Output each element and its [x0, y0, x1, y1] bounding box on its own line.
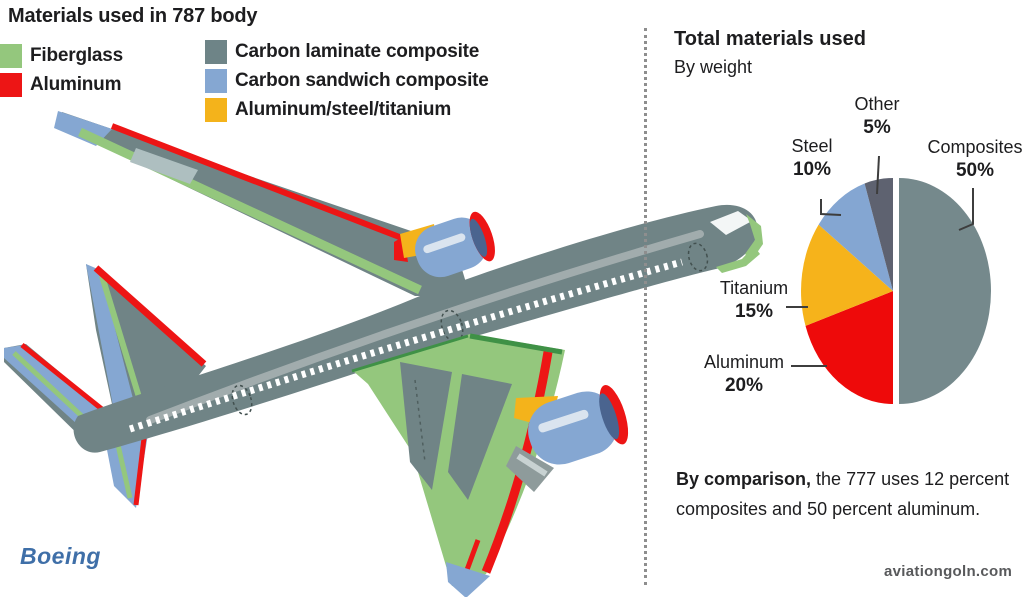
pie-label-aluminum-name: Aluminum — [703, 352, 785, 372]
page-title: Materials used in 787 body — [8, 5, 258, 27]
pie-label-steel: Steel 10% — [770, 134, 854, 182]
dotted-divider — [644, 28, 647, 585]
pie-label-other-name: Other — [854, 94, 900, 114]
watermark: aviationgoln.com — [884, 563, 1013, 580]
pie-label-composites: Composites 50% — [926, 135, 1024, 183]
cockpit-windows — [710, 211, 752, 235]
airplane-illustration — [4, 111, 763, 597]
boeing-logo: Boeing — [20, 543, 101, 569]
legend-label-aluminum: Aluminum — [30, 74, 122, 95]
pie-chart-heading: Total materials used — [674, 28, 866, 50]
pie-slice-aluminum — [805, 291, 893, 404]
pie-slice-titanium — [801, 224, 893, 326]
pie-label-steel-pct: 10% — [792, 159, 832, 180]
pie-label-titanium-name: Titanium — [719, 278, 789, 298]
pie-slice-composites — [899, 178, 991, 404]
pie-label-other: Other 5% — [842, 92, 912, 140]
pie-slices — [801, 178, 991, 404]
legend-swatch-fiberglass — [0, 44, 22, 68]
pie-slice-other — [864, 178, 893, 291]
near-wing — [351, 333, 565, 597]
legend-label-fiberglass: Fiberglass — [30, 45, 124, 66]
pie-label-composites-pct: 50% — [955, 160, 995, 181]
far-wing — [54, 111, 470, 296]
legend-swatch-aluminum-steel-titanium — [205, 98, 227, 122]
window-row — [128, 258, 683, 433]
pie-label-steel-name: Steel — [791, 136, 833, 156]
nose-fairing-upper — [745, 214, 763, 260]
comparison-note-lead: By comparison, — [676, 469, 812, 489]
pie-label-other-pct: 5% — [863, 117, 891, 138]
legend-swatch-carbon-laminate — [205, 40, 227, 64]
pie-label-aluminum: Aluminum 20% — [694, 350, 794, 398]
far-engine — [394, 211, 495, 278]
comparison-note-rest: the 777 uses 12 percent composites and 5… — [676, 469, 1010, 519]
pie-label-titanium-pct: 15% — [734, 301, 774, 322]
legend-label-aluminum-steel-titanium: Aluminum/steel/titanium — [235, 99, 452, 120]
pie-chart — [786, 155, 991, 404]
legend-swatch-aluminum — [0, 73, 22, 97]
fuselage-highlight — [146, 230, 704, 424]
pie-chart-subheading: By weight — [674, 57, 753, 77]
legend-label-carbon-laminate: Carbon laminate composite — [235, 41, 480, 62]
pie-label-aluminum-pct: 20% — [724, 375, 764, 396]
pie-leader-lines — [786, 155, 974, 367]
pie-label-composites-name: Composites — [927, 137, 1023, 157]
near-engine — [506, 385, 629, 492]
pie-label-titanium: Titanium 15% — [706, 276, 802, 324]
pie-slice-steel — [818, 183, 893, 291]
comparison-note: By comparison, the 777 uses 12 percent c… — [676, 464, 1024, 524]
legend-label-carbon-sandwich: Carbon sandwich composite — [235, 70, 489, 91]
legend-swatch-carbon-sandwich — [205, 69, 227, 93]
